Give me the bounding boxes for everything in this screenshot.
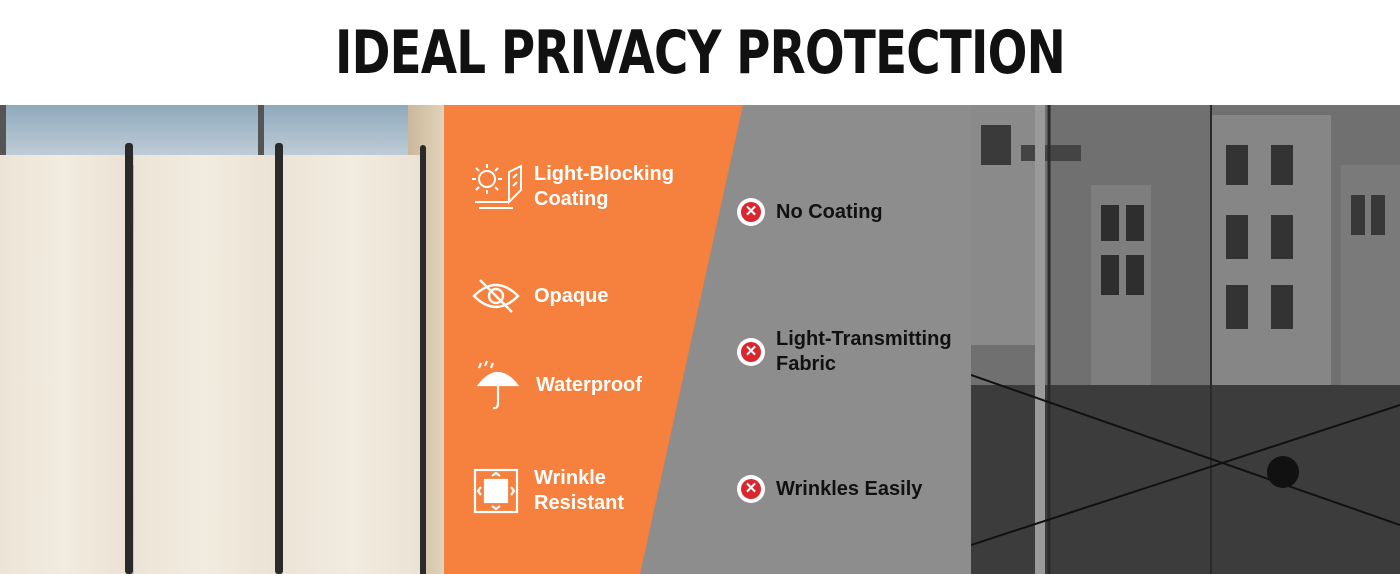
product-photo-room-divider <box>0 105 445 574</box>
feature-item: Waterproof <box>470 359 642 411</box>
comparison-stage: Light-Blocking Coating Opaque Waterproof <box>0 105 1400 574</box>
sun-light-blocking-icon <box>468 161 524 213</box>
divider-panel <box>282 155 422 574</box>
red-x-icon: ✕ <box>737 475 765 503</box>
red-x-icon: ✕ <box>737 338 765 366</box>
divider-pole <box>125 143 133 574</box>
wrinkle-resistant-icon <box>468 465 524 517</box>
divider-panel <box>0 155 128 574</box>
window-frame-bar <box>0 105 6 165</box>
feature-item: Light-Blocking Coating <box>468 161 674 213</box>
feature-item: Wrinkle Resistant <box>468 465 624 517</box>
drawback-item: ✕ Wrinkles Easily <box>737 475 922 503</box>
drawback-label: Light-Transmitting Fabric <box>776 328 952 375</box>
feature-label: Opaque <box>534 284 609 307</box>
umbrella-rain-icon <box>470 359 526 411</box>
drawback-item: ✕ Light-Transmitting Fabric <box>737 327 952 377</box>
divider-pole <box>275 143 283 574</box>
feature-label: Wrinkle Resistant <box>534 467 625 514</box>
window-frame-bar <box>258 105 264 165</box>
divider-pole <box>420 145 426 574</box>
page-title-banner: IDEAL PRIVACY PROTECTION <box>0 0 1400 105</box>
eye-crossed-icon <box>468 270 524 322</box>
feature-item: Opaque <box>468 270 608 322</box>
feature-label: Waterproof <box>536 373 642 396</box>
divider-panel <box>134 155 276 574</box>
sheer-fabric-scene <box>971 105 1400 574</box>
drawback-item: ✕ No Coating <box>737 198 883 226</box>
page-title: IDEAL PRIVACY PROTECTION <box>334 17 1066 88</box>
drawback-label: No Coating <box>776 200 883 223</box>
red-x-icon: ✕ <box>737 198 765 226</box>
comparison-photo-sheer-fabric <box>971 105 1400 574</box>
feature-label: Light-Blocking Coating <box>534 163 674 210</box>
drawback-label: Wrinkles Easily <box>776 477 923 500</box>
